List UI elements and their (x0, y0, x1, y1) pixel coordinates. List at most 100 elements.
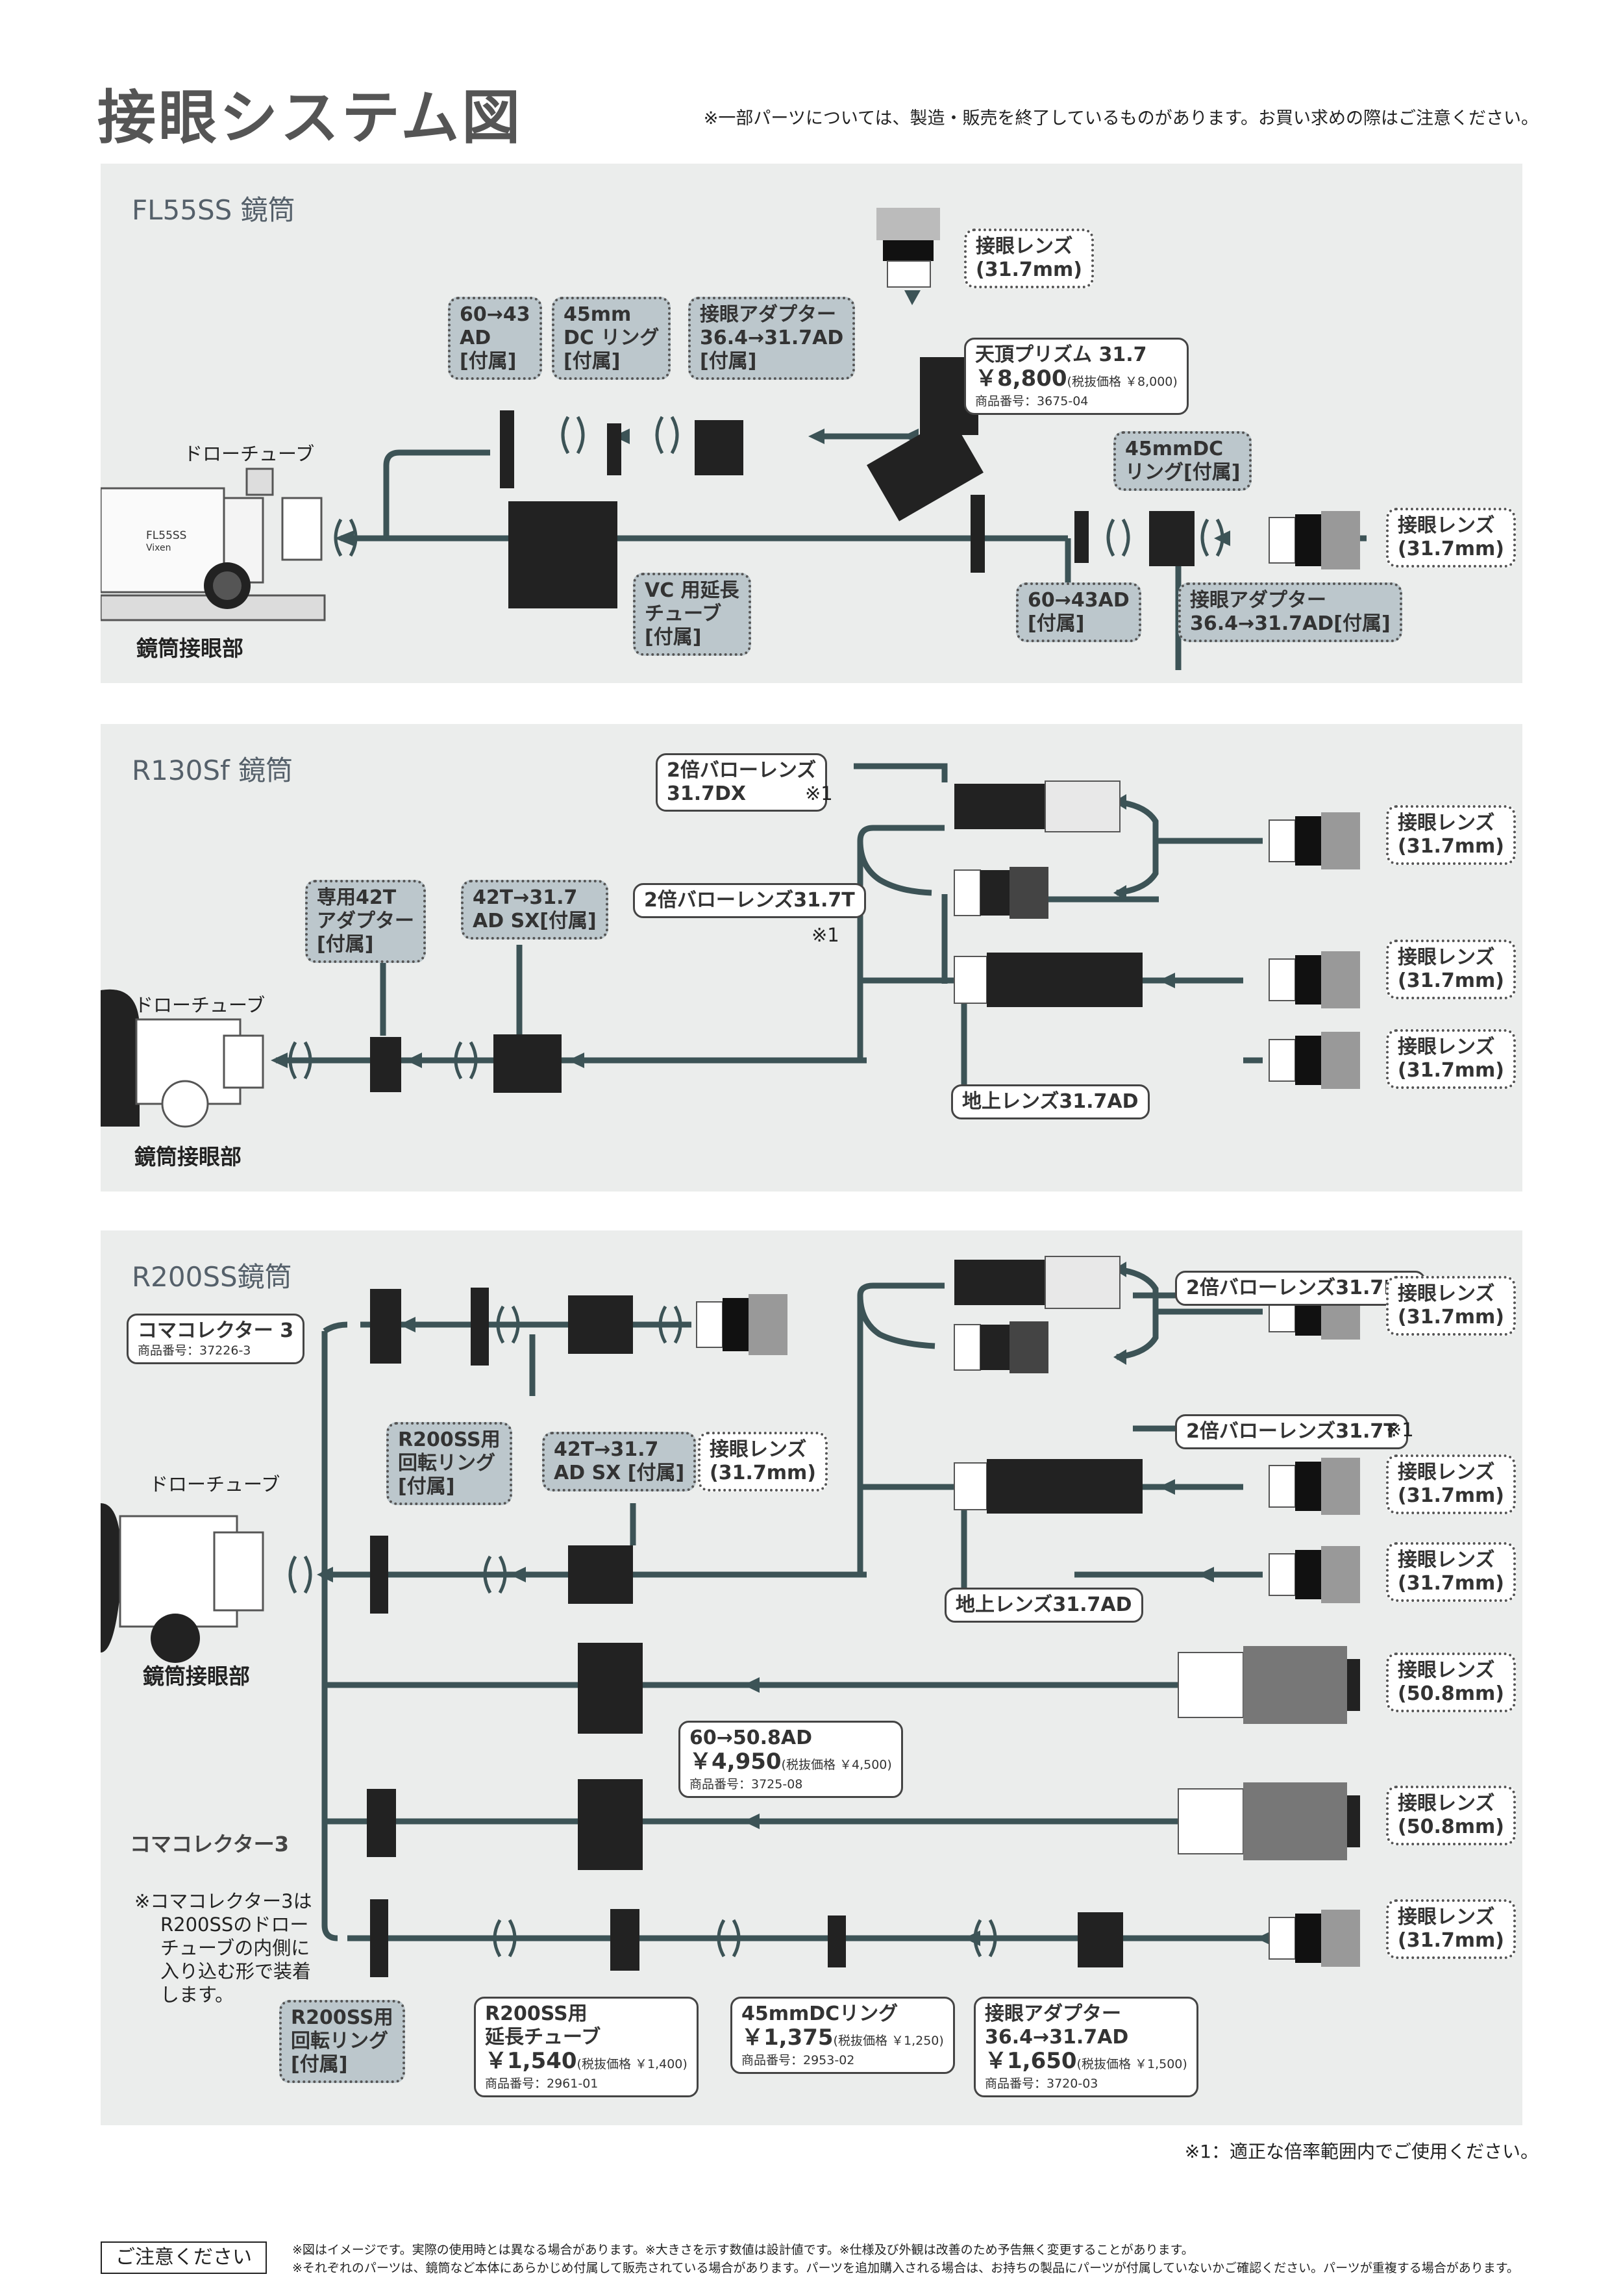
barlow-dx-note: ※1 (805, 782, 833, 805)
tube-eyepiece-label: 鏡筒接眼部 (143, 1664, 250, 1689)
draw-tube-label: ドローチューブ (134, 994, 266, 1016)
coma-corrector-label: コマコレクター3 (130, 1832, 289, 1856)
draw-tube-label: ドローチューブ (184, 443, 315, 465)
draw-tube-label: ドローチューブ (149, 1473, 280, 1495)
barlow-t-note: ※1 (1386, 1419, 1414, 1441)
eyepiece-317-box-1: 接眼レンズ(31.7mm) (1386, 1276, 1516, 1336)
tube-eyepiece-label: 鏡筒接眼部 (136, 636, 243, 661)
barlow-t-part (954, 1321, 1048, 1373)
terrestrial-part (954, 1459, 1143, 1514)
adapter-top-part (695, 420, 743, 475)
barlow-dx-part (954, 780, 1121, 832)
tube-eyepiece-label: 鏡筒接眼部 (134, 1144, 242, 1169)
ad60-508-bottom-part (578, 1779, 643, 1870)
vc-tube-box: VC 用延長チューブ[付属] (633, 573, 751, 656)
eyepiece-317-box-4: 接眼レンズ(31.7mm) (1386, 1899, 1516, 1959)
coma-corrector-note: ※コマコレクター3は R200SSのドロー チューブの内側に 入り込む形で装着 … (134, 1890, 312, 2006)
rot-ring-mid-part (370, 1536, 388, 1614)
ext-tube-part (610, 1909, 639, 1971)
ad60-508-box: 60→50.8AD ￥4,950(税抜価格 ￥4,500) 商品番号：3725-… (678, 1721, 903, 1798)
barlow-t-box: 2倍バローレンズ31.7T (1175, 1414, 1408, 1449)
adapter-bottom-part (1149, 511, 1195, 566)
telescope-r130sf (101, 989, 264, 1128)
top-note: ※一部パーツについては、製造・販売を終了しているものがあります。お買い求めの際は… (703, 108, 1539, 129)
eyepieces-317 (1269, 1282, 1360, 1967)
barlow-dx-box: 2倍バローレンズ31.7DX (1175, 1271, 1426, 1306)
zenith-prism-box: 天頂プリズム 31.7 ￥8,800(税抜価格 ￥8,000) 商品番号：367… (964, 338, 1189, 415)
eyepiece-box-3: 接眼レンズ(31.7mm) (1386, 1029, 1516, 1089)
ext-tube-box: R200SS用延長チューブ ￥1,540(税抜価格 ￥1,400) 商品番号：2… (474, 1997, 699, 2097)
terrestrial-box: 地上レンズ31.7AD (945, 1588, 1143, 1623)
dc-ring-part (828, 1915, 846, 1967)
terrestrial-box: 地上レンズ31.7AD (951, 1084, 1150, 1119)
fl55ss-diagram: FL55SS Vixen (101, 208, 1367, 670)
caution-line-1: ※図はイメージです。実際の使用時とは異なる場合があります。※大きさを示す数値は設… (292, 2243, 1194, 2257)
panel-title: R130Sf 鏡筒 (132, 755, 293, 786)
dc-ring-box: 45mmDCリング ￥1,375(税抜価格 ￥1,250) 商品番号：2953-… (730, 1997, 955, 2074)
eyepiece-top-box: 接眼レンズ(31.7mm) (698, 1432, 828, 1491)
ad60-43-bottom-box: 60→43AD[付属] (1016, 582, 1141, 642)
ad42t-part (493, 1034, 562, 1093)
rot-ring-bottom-box: R200SS用回転リング[付属] (279, 2000, 405, 2083)
rot-ring-bottom-part (370, 1899, 388, 1977)
eyepiece-right-box: 接眼レンズ(31.7mm) (1386, 508, 1516, 568)
panel-title: FL55SS 鏡筒 (132, 194, 295, 226)
panel-r200ss: R200SS鏡筒 (101, 1230, 1522, 2125)
eyepiece-box-2: 接眼レンズ(31.7mm) (1386, 940, 1516, 999)
dc-ring-top-part (607, 423, 621, 475)
eyepiece-top-part (696, 1294, 787, 1355)
eye-adapter-part (1078, 1912, 1123, 1967)
ad60-43-bottom-part (971, 495, 985, 573)
panel-title: R200SS鏡筒 (132, 1261, 292, 1293)
fl55-badge-text: FL55SS (146, 529, 186, 542)
page-title: 接眼システム図 (97, 84, 523, 152)
ad60-508-top-part (578, 1643, 643, 1734)
coma-corrector-mid-part (367, 1789, 396, 1857)
barlow-dx-part (954, 1256, 1121, 1309)
r130sf-diagram (101, 763, 1360, 1128)
coma-corrector-box: コマコレクター 3 商品番号：37226-3 (127, 1314, 305, 1364)
ad42t-top-part (568, 1295, 633, 1354)
eyepiece-508-box-2: 接眼レンズ(50.8mm) (1386, 1786, 1516, 1845)
caution-line-2: ※それぞれのパーツは、鏡筒など本体にあらかじめ付属して販売されている場合がありま… (292, 2261, 1519, 2275)
ad42t-mid-part (568, 1545, 633, 1604)
adapter42t-part (370, 1037, 401, 1092)
ad60-43-top-part (500, 410, 514, 488)
panel-fl55ss: FL55SS 鏡筒 FL55SS Vixen (101, 164, 1522, 683)
barlow-t-box: 2倍バローレンズ31.7T (633, 883, 866, 918)
barlow-t-note: ※1 (812, 924, 839, 946)
dc-ring-bottom-part (1074, 511, 1089, 563)
rot-ring-top-box: R200SS用回転リング[付属] (386, 1422, 512, 1505)
eyepiece-box-1: 接眼レンズ(31.7mm) (1386, 805, 1516, 865)
rotate-symbols (288, 1041, 478, 1080)
caution-label: ご注意ください (101, 2241, 267, 2274)
panel-r130sf: R130Sf 鏡筒 (101, 724, 1522, 1192)
vc-tube-part (508, 501, 617, 608)
telescope-r200ss (101, 1503, 264, 1663)
coma-corrector-top-part (370, 1289, 401, 1364)
fl55-brand-text: Vixen (146, 543, 171, 553)
barlow-t-part (954, 867, 1048, 919)
r200ss-diagram (101, 1256, 1360, 1977)
telescope-fl55ss (101, 468, 326, 621)
eyepiece-top-part (876, 208, 940, 288)
eyepiece-right-part (1269, 511, 1360, 569)
eyepiece-508-box-1: 接眼レンズ(50.8mm) (1386, 1653, 1516, 1712)
rotate-symbols (334, 416, 1224, 557)
rot-ring-top-part (471, 1288, 489, 1366)
eyepieces-508 (1178, 1646, 1360, 1860)
footnote-magnification: ※1：適正な倍率範囲内でご使用ください。 (1184, 2141, 1539, 2162)
eyepiece-top-box: 接眼レンズ(31.7mm) (964, 229, 1094, 288)
eyepiece-317-box-3: 接眼レンズ(31.7mm) (1386, 1542, 1516, 1602)
eyepieces-r130sf (1269, 812, 1360, 1089)
